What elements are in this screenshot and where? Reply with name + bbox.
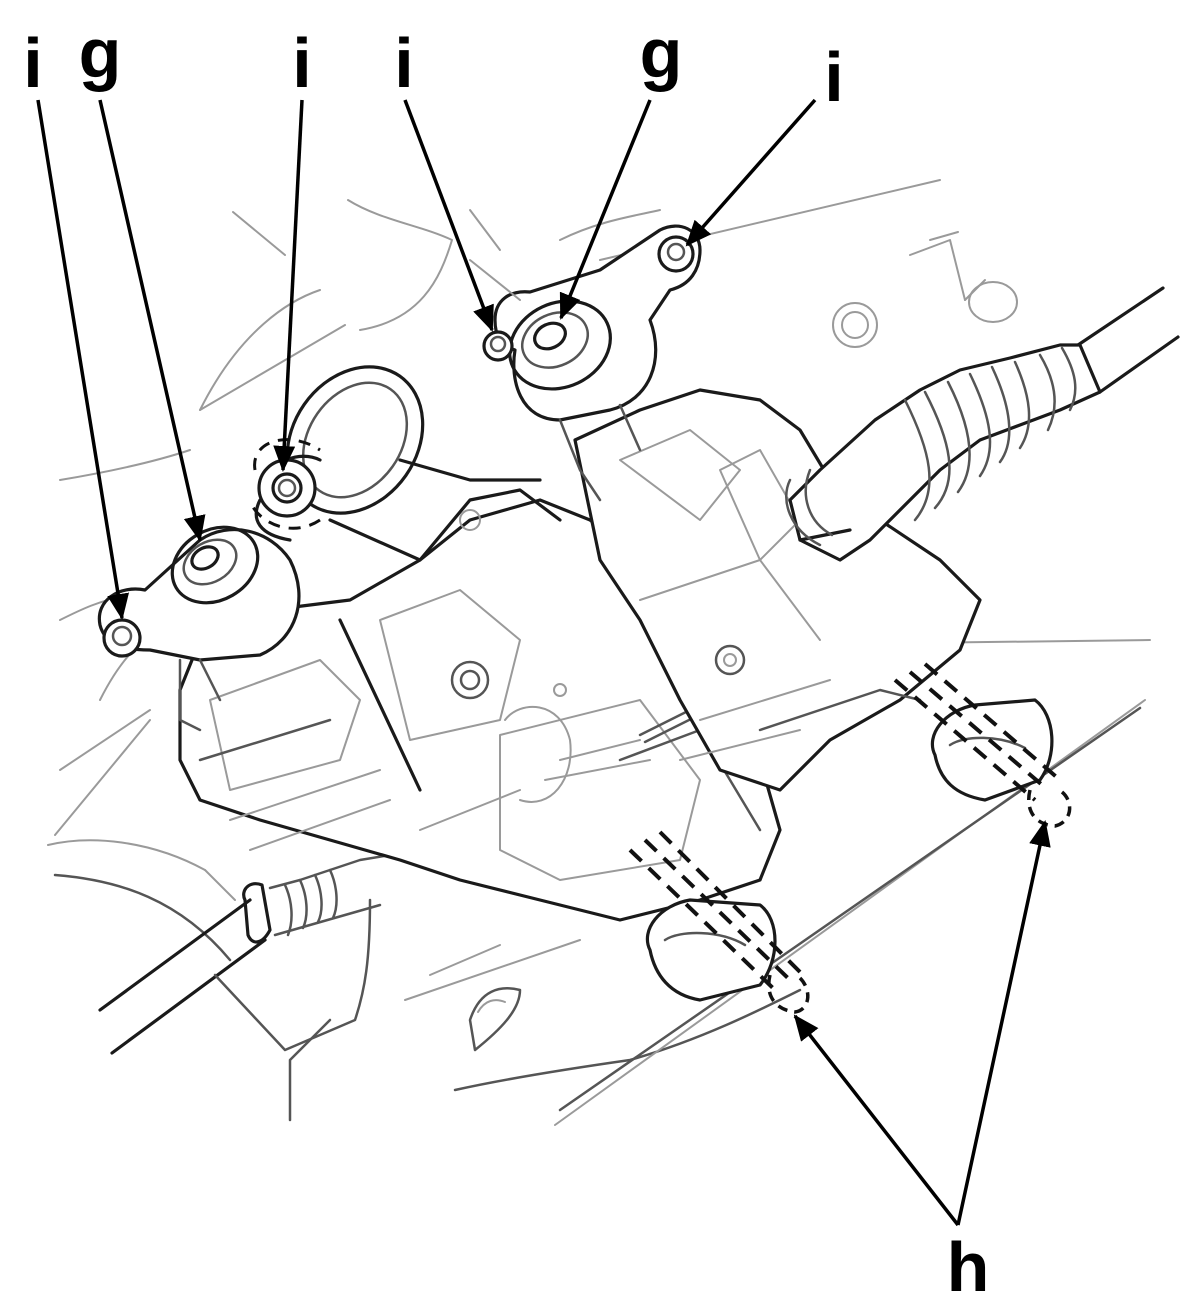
callout-leader-i-1 xyxy=(36,99,130,620)
right-housing xyxy=(573,388,982,792)
callout-leader-h-7 xyxy=(793,1014,960,1227)
callout-leader-g-2 xyxy=(98,99,206,542)
lower-connector-left xyxy=(628,830,810,1014)
callout-label-g-2: g xyxy=(639,14,683,92)
right-mount-bracket xyxy=(469,224,702,502)
lower-connector-right xyxy=(893,662,1072,828)
center-ring-bracket xyxy=(248,365,562,562)
callout-label-g-1: g xyxy=(78,14,122,92)
callout-leader-g-5 xyxy=(559,99,652,320)
callout-leader-i-6 xyxy=(685,98,817,247)
callout-label-i-3: i xyxy=(394,24,414,102)
right-bellows-boot xyxy=(785,286,1180,562)
callout-leader-i-3 xyxy=(273,99,304,472)
callout-label-i-1: i xyxy=(23,24,43,102)
callout-label-h: h xyxy=(946,1228,990,1306)
callout-label-i-4: i xyxy=(824,38,844,116)
left-mount-bracket xyxy=(97,525,301,732)
left-cable-shaft xyxy=(98,853,392,1055)
callout-leader-h-8 xyxy=(956,820,1051,1226)
callout-leader-i-4 xyxy=(403,99,494,332)
callout-leaders xyxy=(36,98,1051,1227)
callout-label-i-2: i xyxy=(292,24,312,102)
